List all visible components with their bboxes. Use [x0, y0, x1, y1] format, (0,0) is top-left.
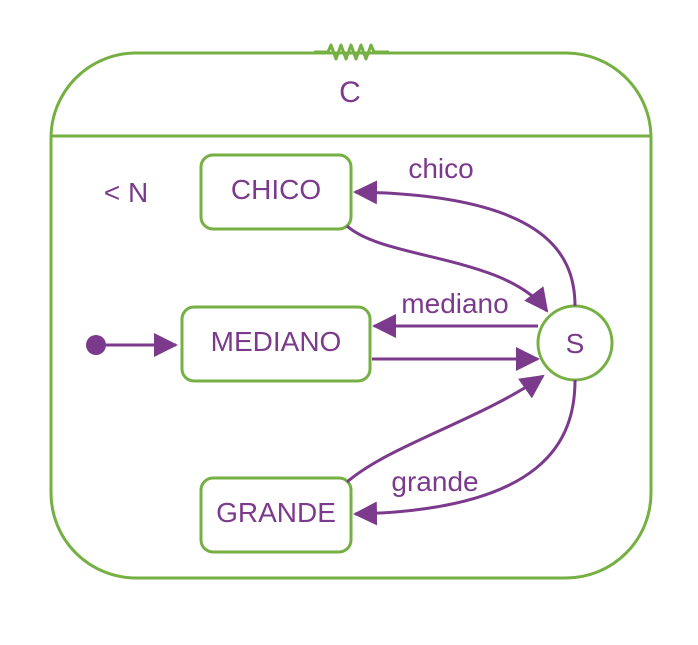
transition-label-mediano: mediano — [401, 288, 508, 319]
composite-zigzag-icon — [314, 43, 389, 61]
state-mediano[interactable]: MEDIANO — [180, 305, 372, 383]
transition-label-grande: grande — [391, 466, 478, 497]
initial-dot — [86, 335, 106, 355]
composite-state-c: C < N — [49, 43, 653, 580]
transition-s-to-grande[interactable] — [353, 379, 577, 526]
transition-label-chico: chico — [408, 153, 473, 184]
transition-grande-to-s[interactable] — [346, 374, 545, 484]
state-grande-label: GRANDE — [216, 497, 336, 528]
state-chico[interactable]: CHICO — [199, 153, 353, 231]
state-chico-label: CHICO — [231, 174, 321, 205]
state-mediano-label: MEDIANO — [211, 326, 342, 357]
state-s[interactable]: S — [536, 304, 614, 382]
state-s-label: S — [566, 328, 585, 359]
transition-chico-to-s[interactable] — [346, 224, 549, 313]
initial-state — [86, 333, 178, 357]
guard-label: < N — [104, 177, 148, 208]
state-grande[interactable]: GRANDE — [199, 476, 353, 554]
composite-title: C — [339, 76, 361, 109]
transition-s-to-chico[interactable] — [353, 180, 577, 307]
